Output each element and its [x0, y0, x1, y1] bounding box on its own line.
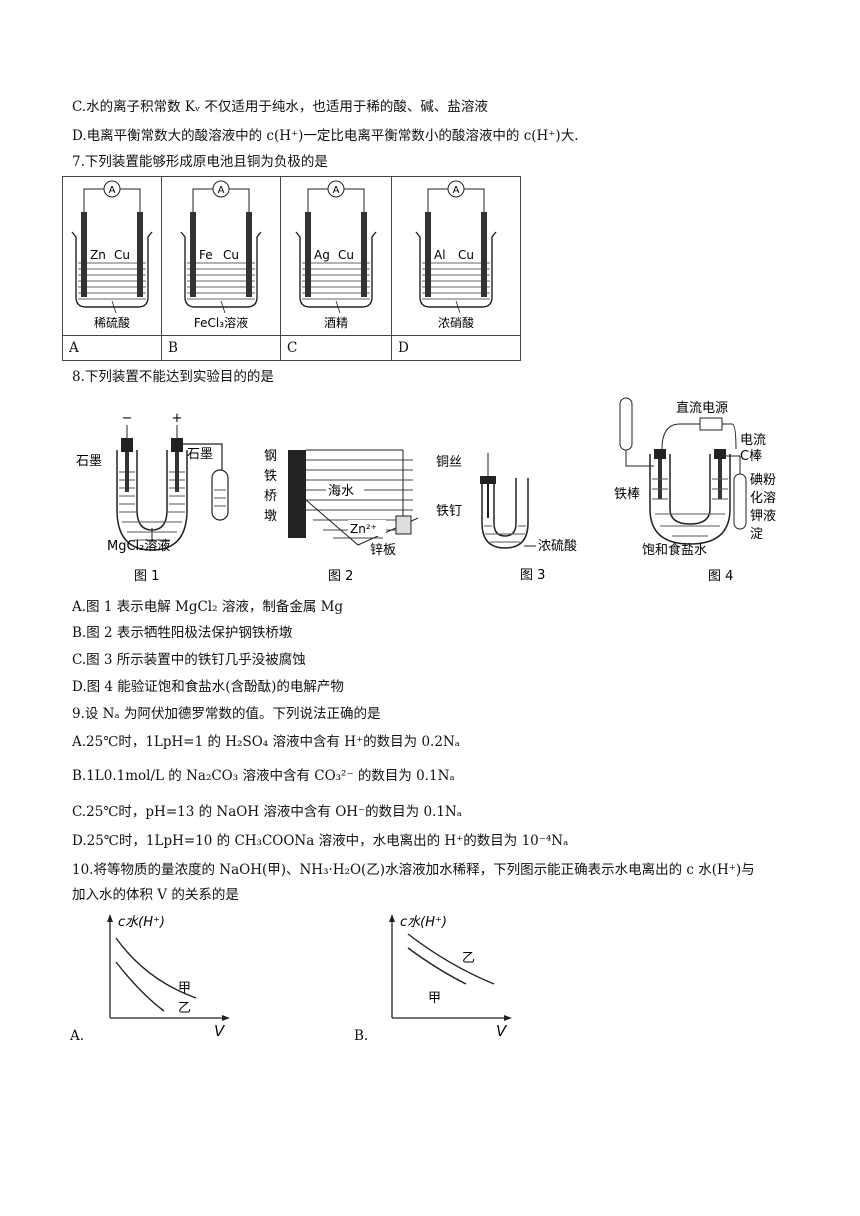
fig2-pier-label-3: 桥	[264, 489, 277, 504]
q10-stem-line-1: 10.将等物质的量浓度的 NaOH(甲)、NH₃·H₂O(乙)水溶液加水稀释，下…	[72, 862, 755, 878]
q7-option-cell-c: A Ag Cu 酒精	[280, 176, 392, 336]
q7-option-label-c: C	[280, 335, 392, 361]
q7-d-ammeter-label: A	[453, 185, 460, 196]
fig2-pier-label-2: 铁	[264, 469, 277, 484]
fig4-power-label: 直流电源	[676, 401, 728, 416]
fig4-caption: 图 4	[708, 569, 733, 584]
q10-graph-a-ylabel: c水(H⁺)	[118, 915, 165, 930]
q8-option-d: D.图 4 能验证饱和食盐水(含酚酞)的电解产物	[72, 679, 344, 695]
q7-option-label-d: D	[391, 335, 521, 361]
fig4-iron-label: 铁棒	[614, 487, 640, 502]
q9-option-d: D.25℃时，1LpH=10 的 CH₃COONa 溶液中，水电离出的 H⁺的数…	[72, 833, 569, 849]
q7-b-electrode-1-label: Fe	[199, 248, 213, 262]
fig4-brine-label: 饱和食盐水	[642, 542, 707, 558]
q7-d-electrode-2-label: Cu	[458, 248, 474, 262]
q8-option-c: C.图 3 所示装置中的铁钉几乎没被腐蚀	[72, 652, 306, 668]
q7-a-electrode-2-label: Cu	[114, 248, 130, 262]
q10-graph-b-label: B.	[354, 1028, 369, 1044]
q7-beaker-d: A Al Cu 浓硝酸	[415, 180, 497, 330]
q8-option-a: A.图 1 表示电解 MgCl₂ 溶液，制备金属 Mg	[72, 599, 344, 615]
q7-option-label-a: A	[62, 335, 162, 361]
q10-stem-line-2: 加入水的体积 V 的关系的是	[72, 887, 239, 903]
fig4-starch-label-2: 化溶	[750, 491, 776, 506]
q7-stem: 7.下列装置能够形成原电池且铜为负极的是	[72, 154, 328, 170]
q10-graph-a-xlabel: V	[214, 1022, 226, 1040]
fig3-caption: 图 3	[520, 568, 545, 583]
fig3-wire-label: 铜丝	[436, 455, 462, 470]
fig4-starch-label-4: 淀	[750, 527, 763, 542]
fig1-left-electrode-label: 石墨	[76, 454, 102, 469]
fig2-ion-label: Zn²⁺	[350, 522, 377, 536]
fig1-right-electrode-label: 石墨	[187, 447, 213, 462]
q8-stem: 8.下列装置不能达到实验目的的是	[72, 369, 274, 385]
q10-graph-a-lower-curve	[115, 961, 165, 1012]
fig3-nail-label: 铁钉	[436, 504, 462, 519]
q10-graph-a-upper-curve	[115, 937, 197, 999]
q7-b-ammeter-label: A	[218, 185, 225, 196]
fig1-plus-label: +	[172, 411, 183, 426]
q10-graph-b-ylabel: c水(H⁺)	[400, 915, 447, 930]
q7-a-electrode-1-label: Zn	[90, 248, 106, 262]
q10-graph-b-lower-curve	[407, 947, 467, 985]
q7-c-electrode-2-label: Cu	[338, 248, 354, 262]
q7-b-solution-label: FeCl₃溶液	[194, 315, 248, 330]
fig4-starch-label-3: 钾液	[750, 509, 776, 524]
fig1-minus-label: −	[122, 411, 133, 426]
q7-c-solution-label: 酒精	[324, 316, 348, 330]
q7-a-solution-label: 稀硫酸	[94, 315, 130, 330]
q7-c-ammeter-label: A	[333, 185, 340, 196]
figure-2-pier-protection: 钢 铁 桥 墩 海水 Zn²⁺ 锌板 图 2	[264, 449, 419, 584]
fig4-current-label: 电流	[740, 433, 766, 448]
fig1-caption: 图 1	[134, 569, 159, 584]
q7-d-electrode-1-label: Al	[434, 248, 446, 262]
q9-stem: 9.设 Nₐ 为阿伏加德罗常数的值。下列说法正确的是	[72, 706, 381, 722]
q9-option-a: A.25℃时，1LpH=1 的 H₂SO₄ 溶液中含有 H⁺的数目为 0.2Nₐ	[72, 734, 460, 750]
q9-option-c: C.25℃时，pH=13 的 NaOH 溶液中含有 OH⁻的数目为 0.1Nₐ	[72, 804, 462, 820]
figure-4-brine-electrolysis: 直流电源 电流 C棒 铁棒 碘粉 化溶 钾液 淀 饱和食盐水 图 4	[614, 397, 776, 584]
q10-graph-a-upper-label: 甲	[178, 981, 191, 996]
figure-1-electrolysis: − + 石墨 石墨 MgCl₂溶液 图 1	[76, 411, 229, 584]
q9-option-b: B.1L0.1mol/L 的 Na₂CO₃ 溶液中含有 CO₃²⁻ 的数目为 0…	[72, 768, 455, 784]
figure-3-nail-corrosion: 铜丝 铁钉 浓硫酸 图 3	[436, 453, 577, 583]
q7-beaker-c: A Ag Cu 酒精	[295, 180, 377, 330]
q10-graph-a-label: A.	[70, 1028, 85, 1044]
q10-graph-a-lower-label: 乙	[178, 1001, 191, 1016]
q10-graph-b-lower-label: 甲	[428, 991, 441, 1006]
q10-graph-b: c水(H⁺) V 乙 甲	[389, 914, 512, 1040]
fig4-starch-label-1: 碘粉	[750, 473, 776, 488]
q7-d-solution-label: 浓硝酸	[438, 315, 474, 330]
q10-graph-b-upper-label: 乙	[462, 951, 475, 966]
q6-option-c: C.水的离子积常数 Kᵥ 不仅适用于纯水，也适用于稀的酸、碱、盐溶液	[72, 99, 488, 115]
fig2-pier-label-1: 钢	[264, 449, 277, 464]
q10-graph-a: c水(H⁺) V 甲 乙	[107, 914, 230, 1040]
fig4-carbon-label: C棒	[740, 449, 762, 464]
q10-graph-b-upper-curve	[407, 933, 495, 985]
fig2-plate-label: 锌板	[370, 543, 396, 558]
q7-option-label-b: B	[161, 335, 281, 361]
fig2-pier-label-4: 墩	[264, 509, 277, 524]
q7-b-electrode-2-label: Cu	[223, 248, 239, 262]
fig1-solution-label: MgCl₂溶液	[107, 539, 170, 554]
fig3-acid-label: 浓硫酸	[538, 539, 577, 554]
q10-graph-b-xlabel: V	[496, 1022, 508, 1040]
q6-option-d: D.电离平衡常数大的酸溶液中的 c(H⁺)一定比电离平衡常数小的酸溶液中的 c(…	[72, 128, 579, 144]
fig2-caption: 图 2	[328, 569, 353, 584]
q7-option-cell-a: A Zn Cu 稀硫酸	[62, 176, 162, 336]
q7-c-electrode-1-label: Ag	[314, 248, 330, 262]
q7-a-ammeter-label: A	[109, 185, 116, 196]
q7-beaker-a: A Zn Cu 稀硫酸	[71, 180, 153, 330]
q8-option-b: B.图 2 表示牺牲阳极法保护钢铁桥墩	[72, 625, 293, 641]
fig2-sea-label: 海水	[328, 484, 354, 499]
q7-option-cell-d: A Al Cu 浓硝酸	[391, 176, 521, 336]
